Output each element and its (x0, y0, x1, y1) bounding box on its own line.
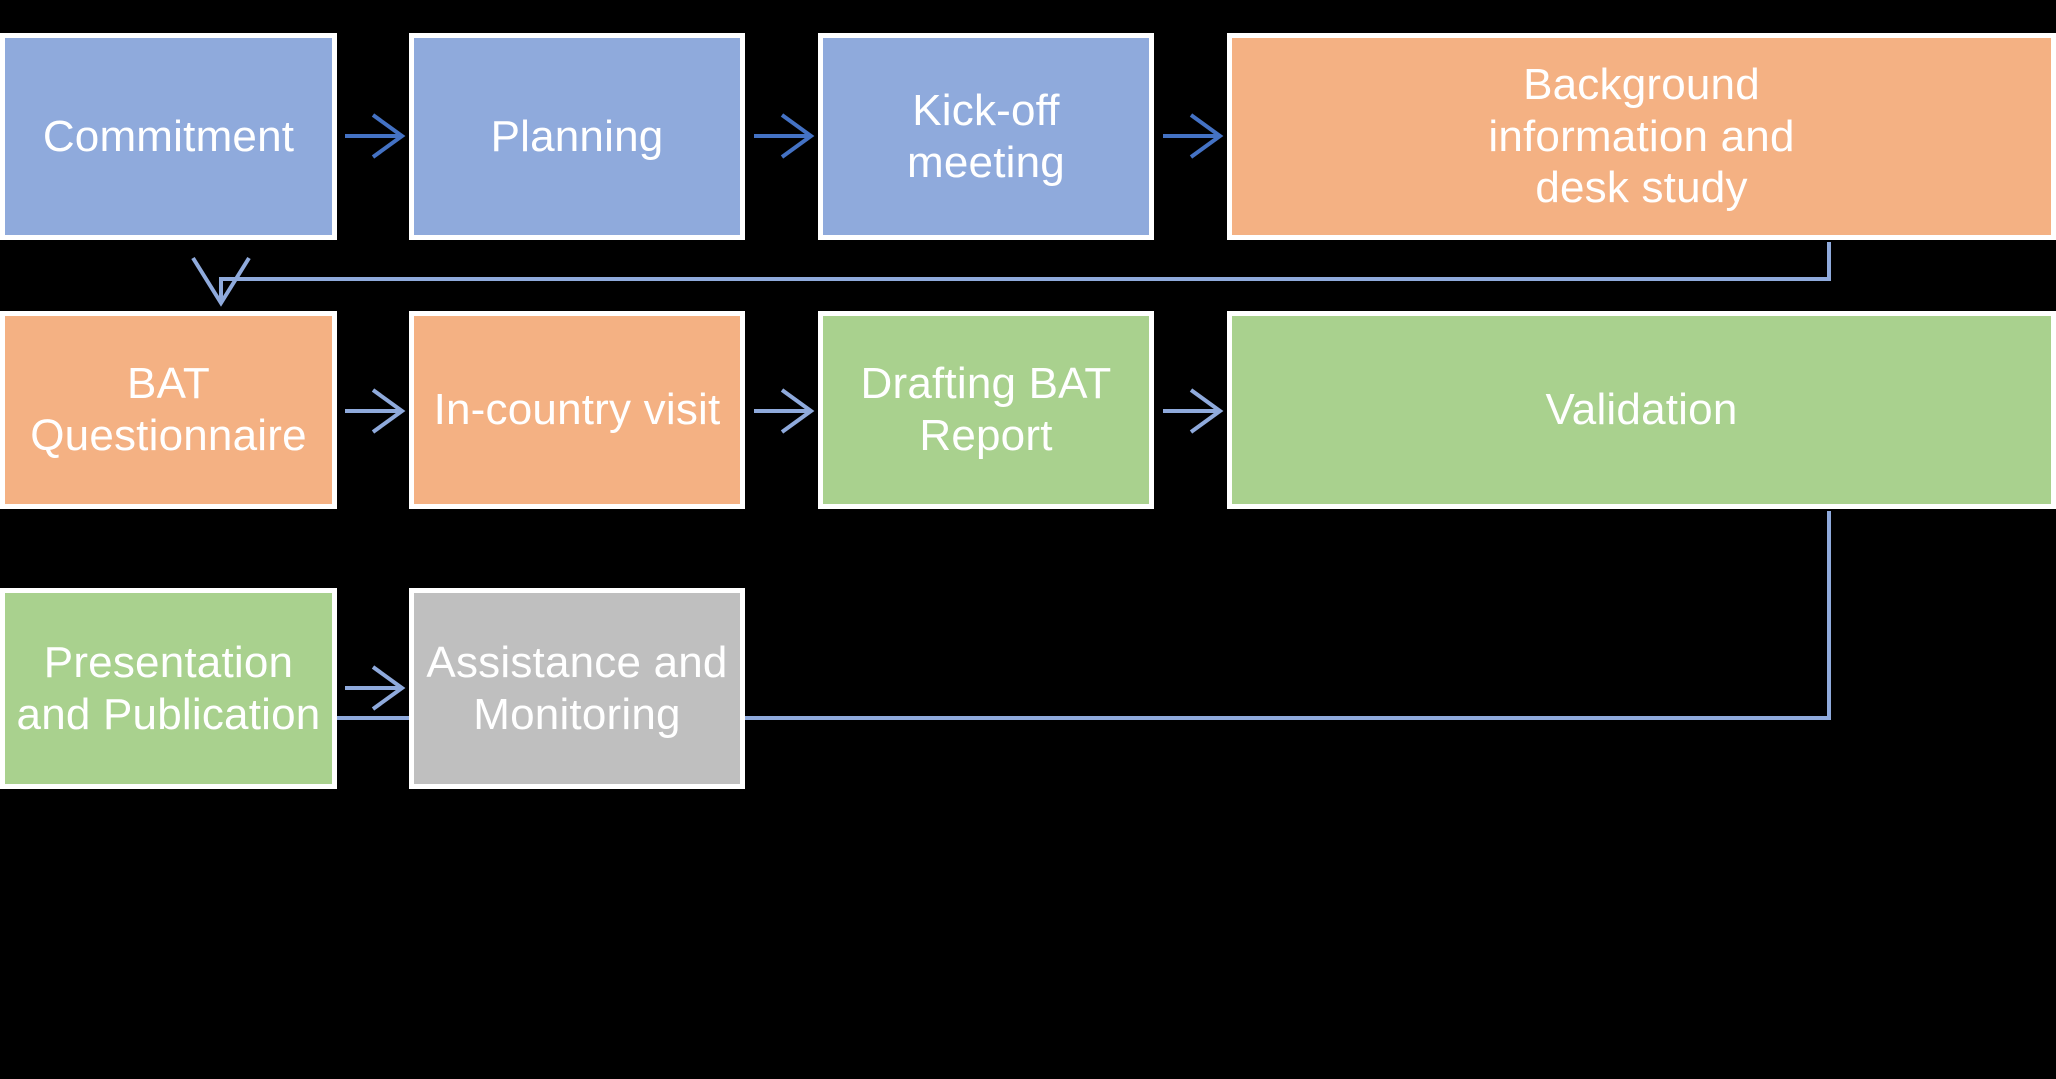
node-background-information-and-desk-study[interactable]: Background information and desk study (1227, 33, 2056, 240)
node-drafting-bat-report[interactable]: Drafting BAT Report (818, 311, 1154, 509)
node-presentation-and-publication[interactable]: Presentation and Publication (0, 588, 337, 789)
node-bat-questionnaire[interactable]: BAT Questionnaire (0, 311, 337, 509)
arrow-presentation-to-assistance (345, 665, 406, 711)
arrow-commitment-to-planning (345, 113, 406, 159)
node-kick-off-meeting[interactable]: Kick-off meeting (818, 33, 1154, 240)
node-assistance-and-monitoring[interactable]: Assistance and Monitoring (409, 588, 745, 789)
node-validation[interactable]: Validation (1227, 311, 2056, 509)
arrow-bat-questionnaire-to-in-country-visit (345, 388, 406, 434)
node-commitment[interactable]: Commitment (0, 33, 337, 240)
node-planning[interactable]: Planning (409, 33, 745, 240)
arrow-in-country-visit-to-drafting-bat-report (754, 388, 815, 434)
node-in-country-visit[interactable]: In-country visit (409, 311, 745, 509)
arrow-kick-off-meeting-to-background (1163, 113, 1224, 159)
arrow-planning-to-kick-off-meeting (754, 113, 815, 159)
arrow-drafting-bat-report-to-validation (1163, 388, 1224, 434)
arrow-background-to-bat-questionnaire (191, 242, 1831, 307)
